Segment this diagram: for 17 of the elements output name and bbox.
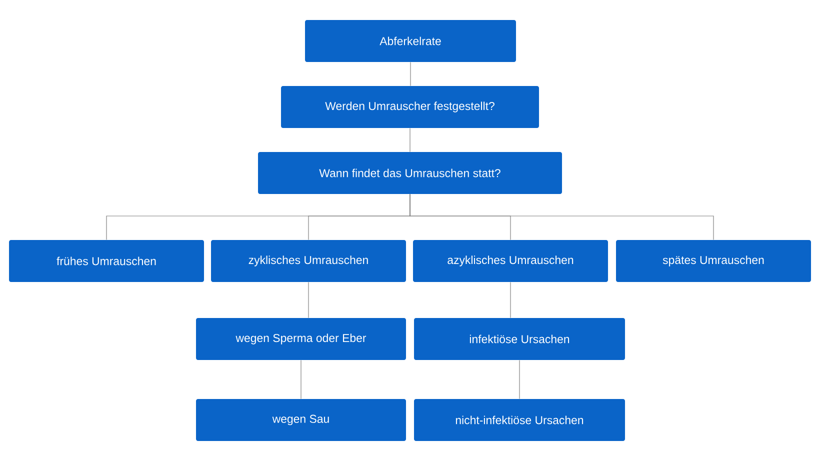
connector-line: [410, 194, 714, 240]
process-box: Abferkelrate: [305, 20, 516, 62]
process-box: wegen Sau: [196, 399, 406, 441]
process-box: Werden Umrauscher festgestellt?: [281, 86, 539, 128]
process-box: nicht-infektiöse Ursachen: [414, 399, 625, 441]
connector-line: [510, 282, 511, 318]
process-box: Wann findet das Umrauschen statt?: [258, 152, 562, 194]
process-box: spätes Umrauschen: [616, 240, 811, 282]
process-box: infektiöse Ursachen: [414, 318, 625, 360]
process-box: zyklisches Umrauschen: [211, 240, 406, 282]
process-box: azyklisches Umrauschen: [413, 240, 608, 282]
process-box: frühes Umrauschen: [9, 240, 204, 282]
connector-line: [308, 282, 309, 318]
connector-line: [300, 360, 302, 400]
connector-line: [519, 360, 520, 400]
connector-line: [410, 62, 411, 86]
process-box: wegen Sperma oder Eber: [196, 318, 406, 360]
